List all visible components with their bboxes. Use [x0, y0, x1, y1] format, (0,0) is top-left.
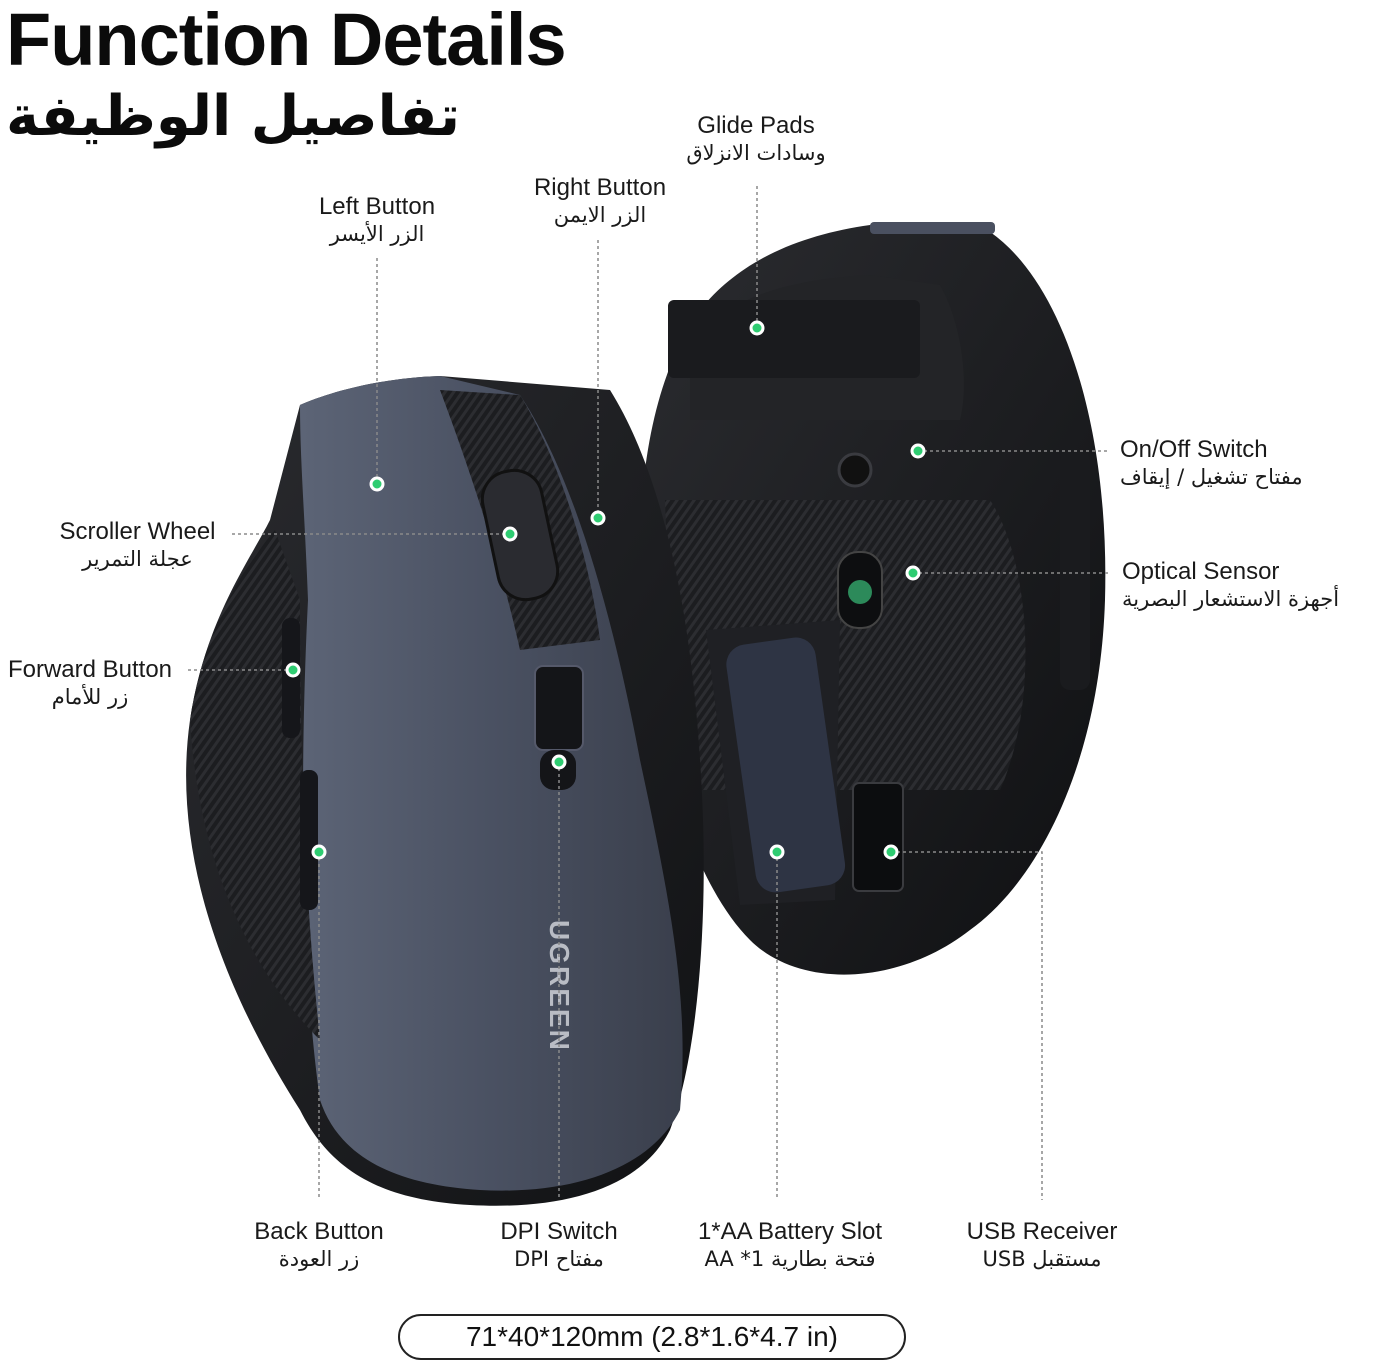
label-en: 1*AA Battery Slot	[697, 1218, 883, 1245]
label-en: Right Button	[533, 174, 667, 201]
label-ar: زر للأمام	[51, 684, 129, 709]
label-scroller-wheel: Scroller Wheel عجلة التمرير	[40, 518, 235, 572]
label-ar: مستقبل USB	[982, 1246, 1102, 1271]
label-onoff-switch: On/Off Switch مفتاح تشغيل / إيقاف	[1120, 436, 1380, 490]
label-left-button: Left Button الزر الأيسر	[277, 193, 477, 247]
label-en: Glide Pads	[697, 112, 815, 139]
label-en: On/Off Switch	[1120, 436, 1268, 463]
label-optical-sensor: Optical Sensor أجهزة الاستشعار البصرية	[1122, 558, 1398, 612]
label-ar: الزر الايمن	[553, 202, 647, 227]
label-usb-receiver: USB Receiver مستقبل USB	[942, 1218, 1142, 1272]
label-right-button: Right Button الزر الايمن	[500, 174, 700, 228]
label-en: DPI Switch	[500, 1218, 618, 1245]
label-en: Scroller Wheel	[59, 518, 216, 545]
label-ar: مفتاح تشغيل / إيقاف	[1120, 464, 1303, 489]
label-glide-pads: Glide Pads وسادات الانزلاق	[656, 112, 856, 166]
label-forward-button: Forward Button زر للأمام	[0, 656, 180, 710]
indicator-dots	[285, 320, 926, 860]
page-title: Function Details	[6, 0, 567, 81]
label-en: Optical Sensor	[1122, 558, 1280, 585]
label-ar: عجلة التمرير	[82, 546, 193, 571]
label-ar: وسادات الانزلاق	[686, 140, 826, 165]
label-ar: مفتاح DPI	[514, 1246, 604, 1271]
label-ar: أجهزة الاستشعار البصرية	[1122, 586, 1340, 611]
label-en: Forward Button	[7, 656, 173, 683]
label-ar: فتحة بطارية AA *1	[704, 1246, 876, 1271]
mouse-top: UGREEN	[186, 376, 704, 1206]
label-ar: زر العودة	[278, 1246, 360, 1271]
label-dpi-switch: DPI Switch مفتاح DPI	[459, 1218, 659, 1272]
label-en: USB Receiver	[966, 1218, 1118, 1245]
label-ar: الزر الأيسر	[329, 221, 425, 246]
label-battery-slot: 1*AA Battery Slot فتحة بطارية AA *1	[672, 1218, 908, 1272]
page-title-arabic: تفاصيل الوظيفة	[6, 84, 461, 149]
dimensions-badge: 71*40*120mm (2.8*1.6*4.7 in)	[398, 1314, 906, 1360]
leader-lines	[188, 186, 1108, 1200]
label-back-button: Back Button زر العودة	[219, 1218, 419, 1272]
mouse-underside	[640, 222, 1106, 975]
label-en: Left Button	[318, 193, 436, 220]
label-en: Back Button	[254, 1218, 384, 1245]
